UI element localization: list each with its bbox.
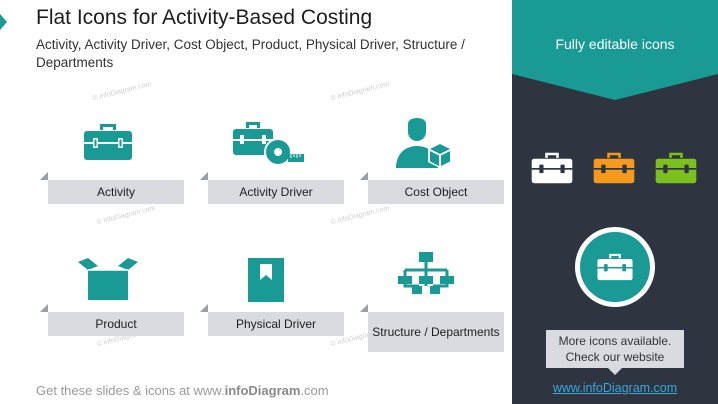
org-chart-icon	[398, 252, 454, 294]
more-icons-callout: More icons available. Check our website	[546, 330, 684, 368]
icon-card-cost-object: Cost Object	[360, 114, 518, 224]
card-label: Structure / Departments	[368, 312, 504, 352]
slide-title: Flat Icons for Activity-Based Costing	[36, 6, 373, 29]
icon-card-structure-departments: Structure / Departments	[360, 252, 518, 364]
card-label: Cost Object	[368, 180, 504, 204]
bookmark-icon	[248, 258, 284, 302]
watermark: © infoDiagram.com	[330, 80, 390, 103]
banner-text: Fully editable icons	[555, 36, 675, 52]
title-marker	[0, 14, 7, 30]
person-with-box-icon	[396, 118, 452, 168]
featured-icon-circle	[575, 227, 655, 307]
website-link[interactable]: www.infoDiagram.com	[552, 381, 678, 395]
side-panel: Fully editable icons	[512, 0, 718, 404]
card-label: Activity Driver	[208, 180, 344, 204]
toolbox-measuring-tape-icon	[233, 122, 304, 166]
toolbox-icon	[531, 152, 573, 184]
toolbox-icon	[655, 152, 697, 184]
icon-card-activity-driver: Activity Driver	[200, 114, 358, 224]
toolbox-icon	[597, 253, 633, 281]
toolbox-icon	[84, 124, 132, 160]
icon-card-activity: Activity	[40, 114, 198, 224]
open-box-icon	[78, 258, 138, 300]
icon-card-physical-driver: Physical Driver	[200, 246, 358, 356]
card-label: Physical Driver	[208, 312, 344, 336]
slide-subtitle: Activity, Activity Driver, Cost Object, …	[36, 37, 465, 70]
card-label: Activity	[48, 180, 184, 204]
watermark: © infoDiagram.com	[92, 80, 152, 103]
card-label: Product	[48, 312, 184, 336]
icon-card-product: Product	[40, 246, 198, 356]
toolbox-icon	[593, 152, 635, 184]
footer-text: Get these slides & icons at www.infoDiag…	[36, 383, 329, 398]
